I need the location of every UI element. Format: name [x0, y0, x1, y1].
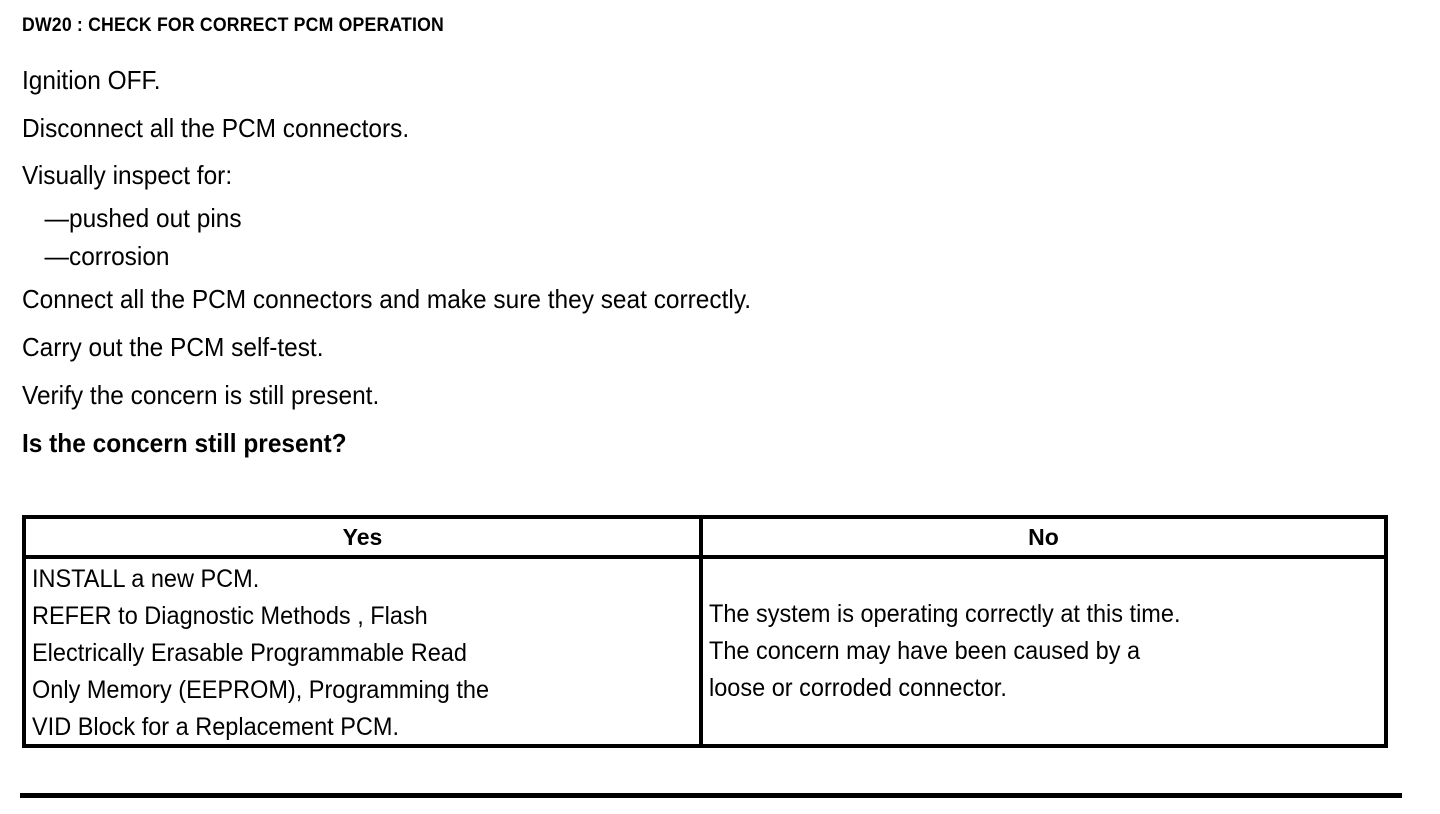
page-title: DW20 : CHECK FOR CORRECT PCM OPERATION	[22, 15, 445, 36]
cell-no-action: The system is operating correctly at thi…	[703, 559, 1384, 744]
cell-line: INSTALL a new PCM.	[32, 565, 260, 593]
cell-line: REFER to Diagnostic Methods , Flash	[32, 602, 428, 630]
cell-line: The concern may have been caused by a	[709, 637, 1141, 665]
cell-line: Only Memory (EEPROM), Programming the	[32, 676, 490, 704]
footer-divider	[20, 793, 1402, 798]
table-row: INSTALL a new PCM. REFER to Diagnostic M…	[26, 559, 1384, 744]
cell-line: The system is operating correctly at thi…	[709, 600, 1181, 628]
cell-line: Electrically Erasable Programmable Read	[32, 639, 467, 667]
table-header-row: Yes No	[26, 519, 1384, 559]
instruction-list: Ignition OFF. Disconnect all the PCM con…	[22, 56, 1402, 467]
decision-table: Yes No INSTALL a new PCM. REFER to Diagn…	[22, 515, 1388, 748]
column-header-yes: Yes	[26, 519, 703, 555]
instruction-line: Ignition OFF.	[22, 65, 161, 95]
cell-line: loose or corroded connector.	[709, 674, 1007, 702]
instruction-line: Connect all the PCM connectors and make …	[22, 284, 752, 314]
cell-line: VID Block for a Replacement PCM.	[32, 713, 399, 741]
instruction-line: Disconnect all the PCM connectors.	[22, 113, 410, 143]
cell-yes-action: INSTALL a new PCM. REFER to Diagnostic M…	[26, 559, 703, 744]
instruction-bullet: —corrosion	[44, 241, 170, 271]
instruction-bullet: —pushed out pins	[44, 203, 242, 233]
instruction-line: Carry out the PCM self-test.	[22, 332, 324, 362]
instruction-line: Verify the concern is still present.	[22, 380, 380, 410]
decision-question: Is the concern still present?	[22, 428, 347, 458]
instruction-line: Visually inspect for:	[22, 160, 233, 190]
column-header-no: No	[1028, 523, 1059, 550]
